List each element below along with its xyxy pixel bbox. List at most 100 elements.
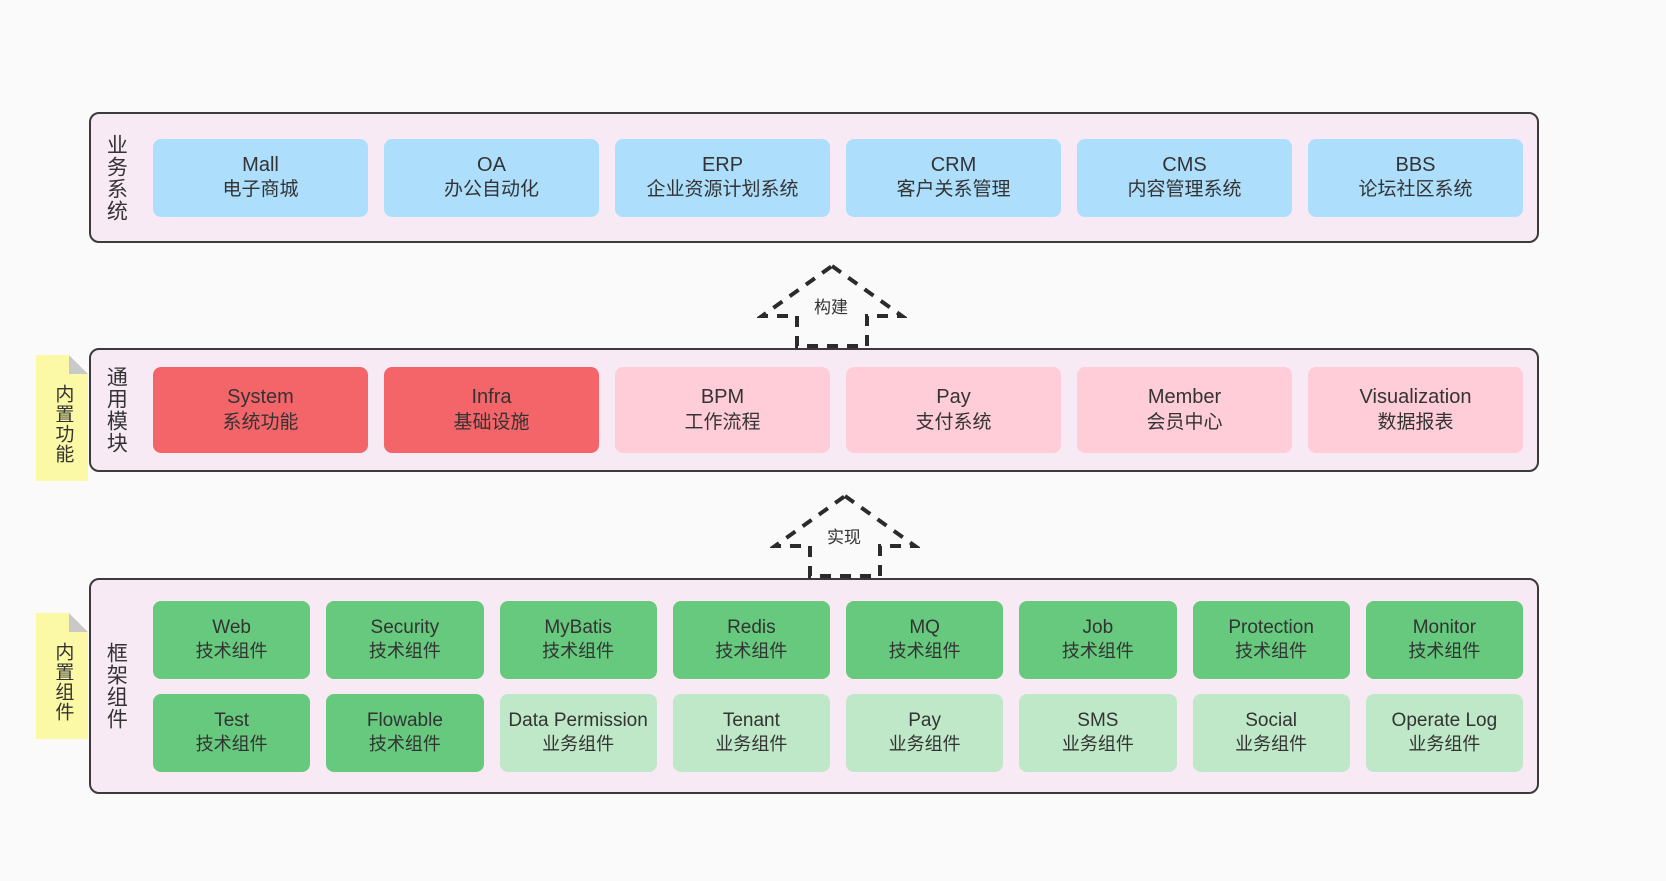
card-erp[interactable]: ERP 企业资源计划系统 <box>615 138 830 217</box>
card-mybatis[interactable]: MyBatis 技术组件 <box>499 600 657 679</box>
layer-title-framework: 框架组件 <box>104 642 128 730</box>
card-title: MyBatis <box>544 616 612 638</box>
card-subtitle: 业务组件 <box>888 734 961 755</box>
card-subtitle: 技术组件 <box>1235 641 1308 662</box>
card-monitor[interactable]: Monitor 技术组件 <box>1365 600 1523 679</box>
card-title: Mall <box>242 153 279 176</box>
card-cms[interactable]: CMS 内容管理系统 <box>1077 138 1292 217</box>
arrow-build <box>755 262 909 350</box>
arrow-implement-shape <box>768 493 922 578</box>
card-title: Redis <box>727 616 776 638</box>
card-subtitle: 电子商城 <box>222 179 299 201</box>
card-title: Pay <box>908 709 941 731</box>
note-builtin-components: 内置组件 <box>36 613 88 739</box>
card-subtitle: 技术组件 <box>542 641 615 662</box>
card-crm[interactable]: CRM 客户关系管理 <box>846 138 1061 217</box>
card-subtitle: 工作流程 <box>684 411 761 433</box>
business-card-row: Mall 电子商城 OA 办公自动化 ERP 企业资源计划系统 CRM 客户关系… <box>153 138 1523 217</box>
card-sms[interactable]: SMS 业务组件 <box>1019 693 1177 772</box>
card-subtitle: 技术组件 <box>195 641 268 662</box>
note-label: 内置功能 <box>52 384 74 464</box>
card-mall[interactable]: Mall 电子商城 <box>153 138 368 217</box>
card-title: OA <box>477 153 506 176</box>
card-title: Monitor <box>1412 616 1477 638</box>
card-test[interactable]: Test 技术组件 <box>153 693 311 772</box>
card-subtitle: 业务组件 <box>1408 734 1481 755</box>
card-infra[interactable]: Infra 基础设施 <box>384 367 599 453</box>
layer-business-systems: 业务系统 Mall 电子商城 OA 办公自动化 ERP 企业资源计划系统 CRM… <box>89 112 1539 243</box>
card-title: Data Permission <box>508 709 648 731</box>
card-title: BBS <box>1395 153 1436 176</box>
card-title: Protection <box>1228 616 1314 638</box>
card-title: ERP <box>701 153 744 176</box>
card-social[interactable]: Social 业务组件 <box>1192 693 1350 772</box>
card-title: Infra <box>471 386 512 409</box>
arrow-build-shape <box>755 263 909 348</box>
card-subtitle: 内容管理系统 <box>1127 179 1242 201</box>
arrow-implement-label: 实现 <box>827 528 861 547</box>
card-tenant[interactable]: Tenant 业务组件 <box>672 693 830 772</box>
card-title: CRM <box>930 153 977 176</box>
card-subtitle: 技术组件 <box>368 734 441 755</box>
card-bpm[interactable]: BPM 工作流程 <box>615 367 830 453</box>
card-subtitle: 业务组件 <box>542 734 615 755</box>
card-subtitle: 论坛社区系统 <box>1358 179 1473 201</box>
card-subtitle: 技术组件 <box>1408 641 1481 662</box>
card-subtitle: 技术组件 <box>195 734 268 755</box>
card-title: BPM <box>700 386 745 409</box>
card-subtitle: 会员中心 <box>1146 411 1223 433</box>
layer-body-business: Mall 电子商城 OA 办公自动化 ERP 企业资源计划系统 CRM 客户关系… <box>139 114 1537 241</box>
arrow-build-label: 构建 <box>814 298 848 317</box>
card-subtitle: 数据报表 <box>1377 411 1454 433</box>
card-subtitle: 技术组件 <box>888 641 961 662</box>
card-title: Web <box>212 616 251 638</box>
layer-body-framework: Web 技术组件 Security 技术组件 MyBatis 技术组件 Redi… <box>139 580 1537 792</box>
card-visualization[interactable]: Visualization 数据报表 <box>1308 367 1523 453</box>
card-title: Visualization <box>1359 386 1472 409</box>
note-fold-corner <box>69 355 88 374</box>
card-operate-log[interactable]: Operate Log 业务组件 <box>1365 693 1523 772</box>
card-subtitle: 支付系统 <box>915 411 992 433</box>
note-label: 内置组件 <box>52 642 74 722</box>
card-title: System <box>227 386 294 409</box>
card-redis[interactable]: Redis 技术组件 <box>672 600 830 679</box>
card-web[interactable]: Web 技术组件 <box>153 600 311 679</box>
card-subtitle: 业务组件 <box>715 734 788 755</box>
card-subtitle: 基础设施 <box>453 411 530 433</box>
card-title: MQ <box>909 616 940 638</box>
card-title: Test <box>214 709 250 731</box>
card-pay-component[interactable]: Pay 业务组件 <box>846 693 1004 772</box>
card-title: Operate Log <box>1391 709 1498 731</box>
arrow-implement <box>768 492 922 580</box>
card-member[interactable]: Member 会员中心 <box>1077 367 1292 453</box>
framework-card-row-1: Web 技术组件 Security 技术组件 MyBatis 技术组件 Redi… <box>153 600 1523 679</box>
card-title: Tenant <box>722 709 780 731</box>
card-title: Security <box>370 616 440 638</box>
card-bbs[interactable]: BBS 论坛社区系统 <box>1308 138 1523 217</box>
card-title: CMS <box>1162 153 1207 176</box>
card-subtitle: 业务组件 <box>1235 734 1308 755</box>
note-builtin-features: 内置功能 <box>36 355 88 481</box>
framework-card-row-2: Test 技术组件 Flowable 技术组件 Data Permission … <box>153 693 1523 772</box>
layer-framework-components: 框架组件 Web 技术组件 Security 技术组件 MyBatis 技术组件… <box>89 578 1539 794</box>
card-flowable[interactable]: Flowable 技术组件 <box>326 693 484 772</box>
card-protection[interactable]: Protection 技术组件 <box>1192 600 1350 679</box>
card-title: Pay <box>936 386 971 409</box>
card-title: Job <box>1082 616 1114 638</box>
layer-body-modules: System 系统功能 Infra 基础设施 BPM 工作流程 Pay 支付系统… <box>139 350 1537 470</box>
card-job[interactable]: Job 技术组件 <box>1019 600 1177 679</box>
card-security[interactable]: Security 技术组件 <box>326 600 484 679</box>
card-subtitle: 技术组件 <box>1061 641 1134 662</box>
card-subtitle: 客户关系管理 <box>896 179 1011 201</box>
card-oa[interactable]: OA 办公自动化 <box>384 138 599 217</box>
card-data-permission[interactable]: Data Permission 业务组件 <box>499 693 657 772</box>
card-system[interactable]: System 系统功能 <box>153 367 368 453</box>
card-mq[interactable]: MQ 技术组件 <box>846 600 1004 679</box>
card-title: Member <box>1147 386 1222 409</box>
card-subtitle: 系统功能 <box>222 411 299 433</box>
card-title: SMS <box>1077 709 1119 731</box>
note-fold-corner <box>69 613 88 632</box>
card-pay-module[interactable]: Pay 支付系统 <box>846 367 1061 453</box>
module-card-row: System 系统功能 Infra 基础设施 BPM 工作流程 Pay 支付系统… <box>153 367 1523 453</box>
